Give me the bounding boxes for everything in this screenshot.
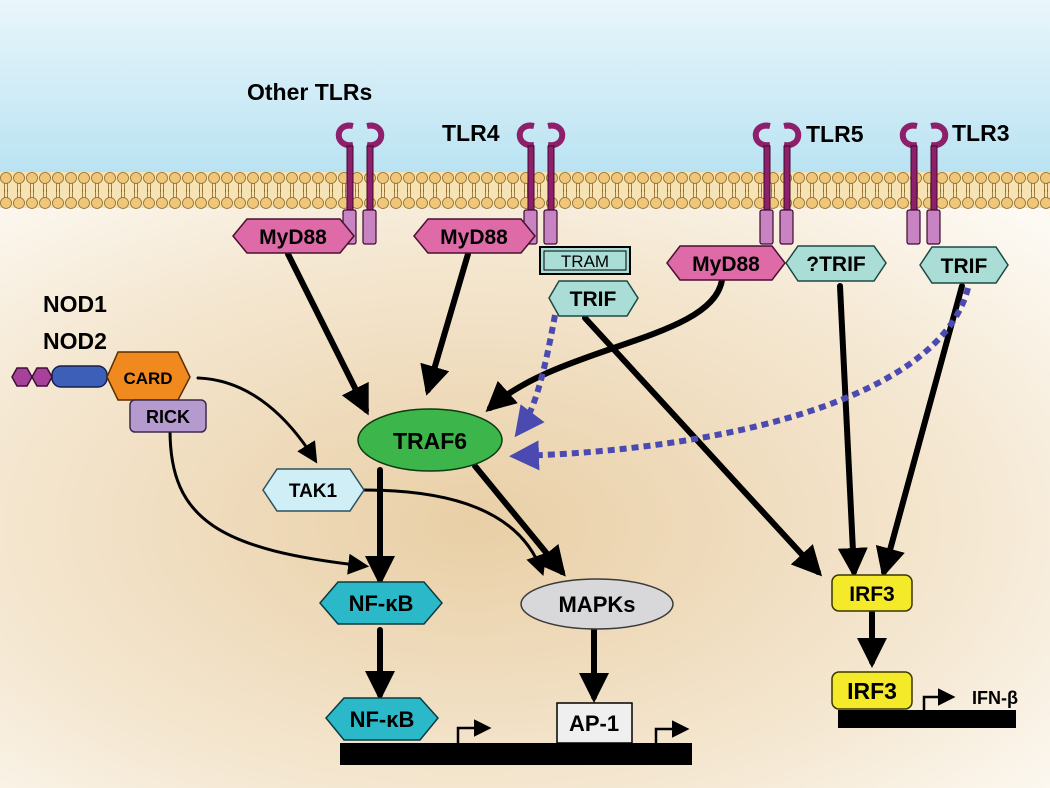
label-card: CARD (123, 369, 172, 388)
label-nfkb-nuclear: NF-κB (350, 707, 415, 732)
label-tlr5: TLR5 (806, 121, 864, 147)
arrow-traf6-mapks (472, 463, 566, 577)
label-nfkb: NF-κB (349, 591, 414, 616)
arrow-card-tak1 (196, 376, 318, 464)
label-rick: RICK (146, 407, 190, 427)
qtrif-shape (785, 245, 887, 282)
arrow-trif-irf3 (582, 315, 823, 577)
arrow-myd88-traf6-b (420, 251, 471, 396)
nod-nbd-domain (51, 365, 108, 388)
label-irf3-nuclear: IRF3 (847, 678, 897, 704)
label-tlr3: TLR3 (952, 120, 1010, 146)
myd88-tlr4-shape (413, 218, 536, 254)
tss-arrow-ap1 (654, 720, 690, 743)
arrow-myd88-traf6-a (285, 251, 369, 416)
label-nod2: NOD2 (43, 328, 107, 354)
nod-lrr-domain-2 (31, 367, 53, 387)
label-other-tlrs: Other TLRs (247, 79, 372, 105)
extracellular-space (0, 0, 1050, 180)
arrow-trif-tlr3-traf6-dashed (509, 287, 971, 471)
label-tram: TRAM (561, 252, 609, 271)
label-myd88-tlr5: MyD88 (692, 253, 760, 276)
label-myd88-tlr4: MyD88 (440, 226, 508, 249)
arrow-trif-tlr3-irf3 (875, 283, 965, 578)
ap1-box (556, 702, 633, 744)
dna-strand-nfkb-ap1 (340, 743, 692, 765)
label-myd88-other: MyD88 (259, 226, 327, 249)
label-irf3: IRF3 (849, 583, 895, 606)
myd88-other-shape (232, 218, 355, 254)
label-ifnb: IFN-β (972, 688, 1018, 708)
nod-lrr-domain-1 (11, 367, 33, 387)
label-nod1: NOD1 (43, 291, 107, 317)
trif-tlr3-shape (919, 246, 1009, 284)
tss-arrow-nfkb (456, 719, 492, 743)
dna-strand-ifnb (838, 710, 1016, 728)
plasma-membrane (0, 172, 1050, 209)
card-domain (106, 351, 191, 401)
tram-inner-border (543, 250, 627, 271)
label-tak1: TAK1 (289, 481, 338, 502)
label-mapks: MAPKs (558, 592, 635, 617)
label-traf6: TRAF6 (393, 428, 467, 454)
nfkb-shape (319, 581, 443, 625)
irf3-nuclear-box (831, 671, 913, 710)
tak1-shape (262, 468, 365, 512)
label-tlr4: TLR4 (442, 120, 500, 146)
myd88-tlr5-shape (666, 245, 786, 281)
label-trif-tlr4: TRIF (570, 288, 617, 311)
tss-arrow-ifnb (922, 688, 956, 710)
trif-tlr4-shape (548, 280, 639, 317)
traf6-ellipse (357, 408, 503, 472)
label-ap1: AP-1 (569, 711, 619, 736)
rick-box (129, 399, 207, 433)
arrow-trif-traf6-dashed (514, 314, 558, 438)
arrow-tak1-mapks (361, 488, 547, 576)
label-qtrif: ?TRIF (806, 253, 866, 276)
receptor-tlr5 (752, 122, 802, 245)
nfkb-nuclear-shape (325, 697, 439, 741)
tlr-receptors (335, 122, 949, 245)
receptor-tlr3 (899, 122, 949, 245)
mapks-ellipse (520, 578, 674, 630)
arrow-qtrif-irf3 (837, 283, 868, 578)
arrow-myd88-tlr5-traf6 (485, 277, 725, 413)
irf3-box (831, 574, 913, 612)
label-trif-tlr3: TRIF (941, 255, 988, 278)
arrow-rick-nfkb (168, 428, 370, 575)
